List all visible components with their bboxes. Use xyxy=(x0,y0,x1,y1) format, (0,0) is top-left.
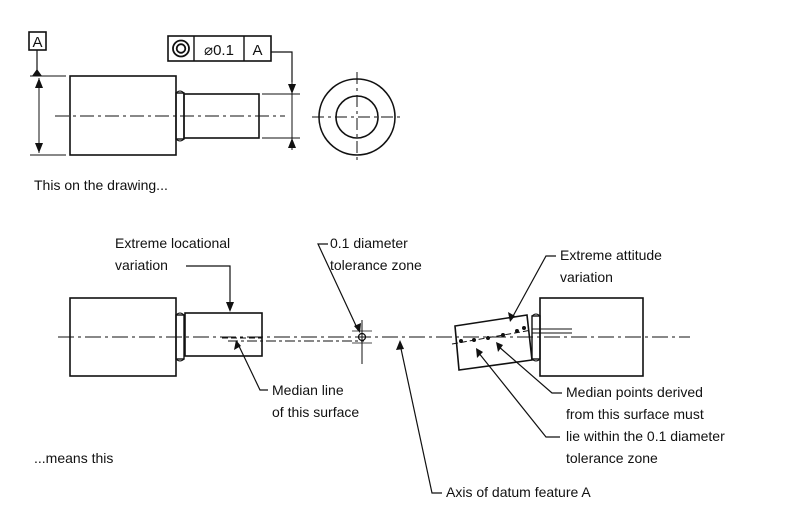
svg-text:Median line of this su: Median line of this surface xyxy=(272,382,359,420)
callout-median-line: Median line of this surface xyxy=(234,340,359,420)
svg-text:Median points derived: Median points derived from this surface … xyxy=(566,384,729,466)
callout-datum-axis: Axis of datum feature A xyxy=(396,340,591,500)
part-side-view xyxy=(55,75,285,156)
callout-text: Median line xyxy=(272,382,344,398)
datum-symbol: A xyxy=(28,31,47,76)
feature-dimension xyxy=(262,51,300,150)
datum-cylinder-left xyxy=(69,297,185,377)
attitude-variation-feature xyxy=(451,314,572,371)
fcf-datum: A xyxy=(252,42,262,59)
svg-text:Extreme locational var: Extreme locational variation xyxy=(115,235,234,273)
interpretation-view: Extreme locational variation 0.1 diamete… xyxy=(34,235,729,500)
caption-means: ...means this xyxy=(34,450,113,466)
datum-cylinder-right xyxy=(531,297,644,377)
median-points xyxy=(459,326,526,343)
part-end-view xyxy=(312,72,402,162)
callout-text: Extreme locational xyxy=(115,235,230,251)
callout-text: from this surface must xyxy=(566,406,704,422)
datum-letter: A xyxy=(32,34,42,51)
callout-extreme-locational: Extreme locational variation xyxy=(115,235,234,312)
concentricity-icon xyxy=(172,39,190,58)
callout-text: Median points derived xyxy=(566,384,703,400)
top-drawing: A xyxy=(28,31,402,193)
callout-text: tolerance zone xyxy=(566,450,658,466)
caption-drawing: This on the drawing... xyxy=(34,177,168,193)
callout-tolerance-zone: 0.1 diameter tolerance zone xyxy=(317,235,422,333)
callout-median-points: Median points derived from this surface … xyxy=(476,342,729,466)
fcf-tolerance: ⌀0.1 xyxy=(204,42,234,59)
datum-dimension xyxy=(30,75,66,156)
callout-text: of this surface xyxy=(272,404,359,420)
callout-text: Extreme attitude xyxy=(560,247,662,263)
locational-variation-feature xyxy=(184,312,364,357)
callout-text: tolerance zone xyxy=(330,257,422,273)
feature-control-frame: ⌀0.1 A xyxy=(167,35,272,62)
callout-text: variation xyxy=(115,257,168,273)
callout-text: variation xyxy=(560,269,613,285)
callout-extreme-attitude: Extreme attitude variation xyxy=(508,247,666,322)
callout-text: Axis of datum feature A xyxy=(446,484,591,500)
callout-text: 0.1 diameter xyxy=(330,235,408,251)
tolerance-zone-marker xyxy=(352,320,372,364)
svg-text:0.1 diameter tolerance: 0.1 diameter tolerance zone xyxy=(330,235,422,273)
callout-text: lie within the 0.1 diameter xyxy=(566,428,725,444)
svg-text:Extreme attitude varia: Extreme attitude variation xyxy=(560,247,666,285)
